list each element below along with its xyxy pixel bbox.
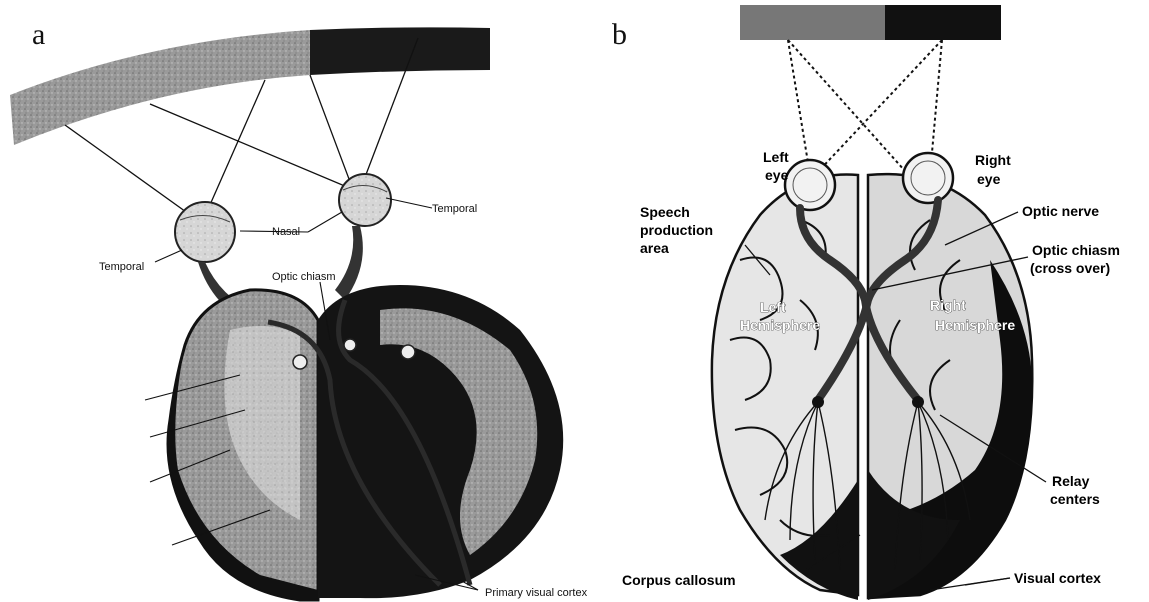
label-optic-chiasm-a: Optic chiasm	[272, 271, 336, 283]
panel-a: a	[10, 18, 588, 600]
right-eyeball-a	[335, 174, 391, 300]
label-right-hemisphere-line1: Right	[930, 297, 966, 313]
label-speech-line2: production	[640, 222, 713, 238]
label-primary-visual-cortex: Primary visual cortex	[485, 587, 588, 599]
visual-field-left-half-b	[740, 5, 885, 40]
label-right-hemisphere-line2: Hemisphere	[935, 317, 1015, 333]
label-speech-line3: area	[640, 240, 669, 256]
label-speech-line1: Speech	[640, 204, 690, 220]
label-corpus-callosum: Corpus callosum	[622, 572, 736, 588]
label-left-hemisphere-line2: Hemisphere	[740, 317, 820, 333]
label-right-eye-line2: eye	[977, 171, 1001, 187]
label-right-eye-line1: Right	[975, 152, 1011, 168]
panel-b: b	[612, 5, 1120, 600]
label-left-eye-line2: eye	[765, 167, 789, 183]
visual-field-right-half	[310, 27, 490, 75]
panel-a-letter: a	[32, 18, 45, 51]
label-temporal-left: Temporal	[99, 261, 144, 273]
panel-b-letter: b	[612, 18, 627, 51]
label-nasal: Nasal	[272, 226, 300, 238]
label-relay-line1: Relay	[1052, 473, 1090, 489]
label-left-eye-line1: Left	[763, 149, 789, 165]
label-optic-chiasm-line2: (cross over)	[1030, 260, 1110, 276]
label-left-hemisphere-line1: Left	[760, 299, 786, 315]
visual-field-left-half	[10, 30, 310, 145]
left-eyeball-b	[785, 160, 835, 210]
label-temporal-right: Temporal	[432, 203, 477, 215]
visual-field-right-half-b	[885, 5, 1001, 40]
right-eyeball-b	[903, 153, 953, 203]
label-optic-nerve: Optic nerve	[1022, 203, 1099, 219]
label-optic-chiasm-line1: Optic chiasm	[1032, 242, 1120, 258]
label-relay-line2: centers	[1050, 491, 1100, 507]
label-visual-cortex: Visual cortex	[1014, 570, 1101, 586]
